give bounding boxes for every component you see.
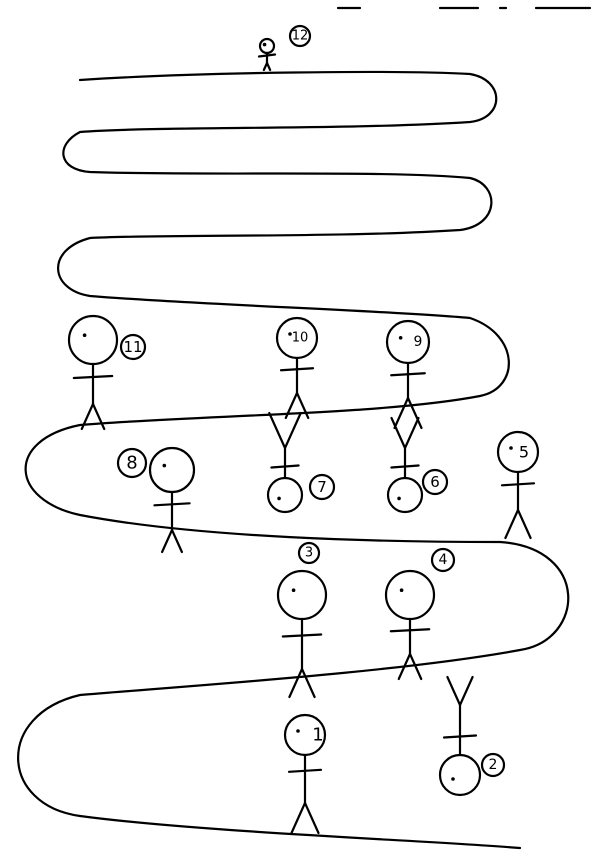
figure-eye [296,729,300,733]
figure-right-leg [408,398,422,428]
figure-number-label: 12 [292,29,309,44]
stick-figure-10: 10 [277,318,317,418]
figure-eye [400,588,404,592]
figure-left-leg [289,669,302,697]
figure-head [69,316,117,364]
figure-head [386,571,434,619]
figure-eye [163,464,167,468]
figure-left-leg [447,677,460,705]
figure-number-label: 4 [439,552,448,568]
figure-left-leg [505,510,518,538]
stick-figure-12: 12 [259,26,310,70]
figure-arms [283,635,321,637]
figure-eye [83,333,87,337]
figure-number-label: 11 [123,338,142,356]
figure-right-leg [305,803,319,833]
figure-head [150,448,194,492]
figure-head [260,39,274,53]
figure-arms [271,466,298,468]
figure-arms [281,368,313,370]
figure-arms [154,503,189,505]
stick-figure-2: 2 [440,677,504,795]
stick-figure-4: 4 [386,549,454,679]
figure-eye [277,497,281,501]
stick-figure-5: 5 [498,432,538,538]
figure-left-leg [162,530,172,552]
winding-path-line [18,72,568,848]
figure-arms [289,770,321,772]
stick-figure-11: 11 [69,316,145,429]
figure-eye [263,43,267,47]
figure-right-leg [285,413,301,448]
stick-figure-7: 7 [268,413,334,512]
figure-eye [399,336,403,340]
figure-number-label: 7 [317,478,327,496]
figure-arms [259,55,275,57]
figure-number-label: 3 [305,546,313,561]
stick-figure-3: 3 [278,543,326,697]
figure-head [268,478,302,512]
stick-figure-1: 1 [285,715,325,833]
figure-number-label: 5 [519,443,529,462]
figure-arms [74,376,112,378]
figure-head [440,755,480,795]
figure-arms [502,483,534,485]
figure-number-label: 6 [430,473,440,491]
stick-figure-9: 9 [387,321,429,428]
figure-right-leg [460,677,473,705]
figure-head [387,321,429,363]
figure-arms [391,466,418,468]
figure-left-leg [392,418,406,448]
figure-number-label: 2 [489,757,498,773]
figure-right-leg [518,510,531,538]
figure-eye [292,588,296,592]
figure-right-leg [302,669,315,697]
stick-figure-8: 8 [118,448,194,552]
figure-number-label: 9 [414,334,423,350]
figure-head [278,571,326,619]
figure-right-leg [267,63,270,70]
figure-eye [451,777,455,781]
figure-eye [509,446,513,450]
figure-number-label: 1 [312,725,323,746]
figure-right-leg [172,530,182,552]
stick-figure-6: 6 [388,418,447,512]
figure-left-leg [395,398,409,428]
figure-arms [391,373,425,375]
figure-arms [444,736,476,738]
figure-number-label: 10 [292,331,309,346]
figure-head [388,478,422,512]
figure-left-leg [292,803,306,833]
figure-left-leg [269,413,285,448]
figure-right-leg [93,404,104,429]
figure-eye [397,497,401,501]
figure-arms [391,629,429,631]
figure-number-label: 8 [126,453,137,474]
figure-right-leg [405,418,419,448]
